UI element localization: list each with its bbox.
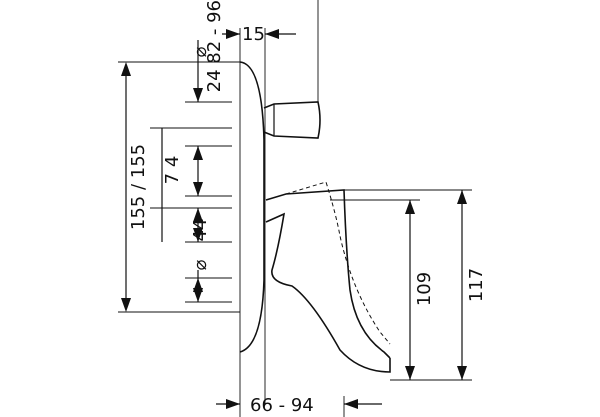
dimension-15: 15: [222, 24, 296, 45]
extension-lines: [118, 61, 472, 381]
dimension-44: 44: [161, 208, 211, 242]
dim-top-partial-label: 24 82 - 96: [204, 0, 225, 92]
dim-66-94-label: 66 - 94: [250, 395, 314, 416]
diameter-symbol-top: ⌀: [190, 46, 211, 57]
dim-44-label: 44: [190, 219, 211, 242]
dim-155-label: 155 / 155: [128, 144, 149, 230]
reference-lines: [239, 0, 319, 417]
diameter-top: ⌀: [190, 40, 211, 102]
dim-109-label: 109: [414, 272, 435, 306]
diverter-knob: [263, 101, 321, 139]
diameter-symbol-bottom: ⌀: [190, 259, 211, 270]
diameter-bottom: ⌀: [190, 259, 211, 302]
dim-117-label: 117: [466, 268, 487, 302]
lever-handle: [265, 181, 391, 373]
dim-74-label: 7 4: [162, 156, 183, 185]
lever-alt-position: [285, 181, 391, 345]
dimension-74: 7 4: [161, 128, 203, 208]
cover-plate: [239, 61, 265, 353]
dimension-117: 117: [457, 190, 487, 380]
dimension-66-94: 66 - 94: [216, 395, 382, 417]
dim-15-label: 15: [242, 24, 265, 45]
dimension-109: 109: [405, 200, 435, 380]
dimension-155: 155 / 155: [121, 62, 149, 312]
